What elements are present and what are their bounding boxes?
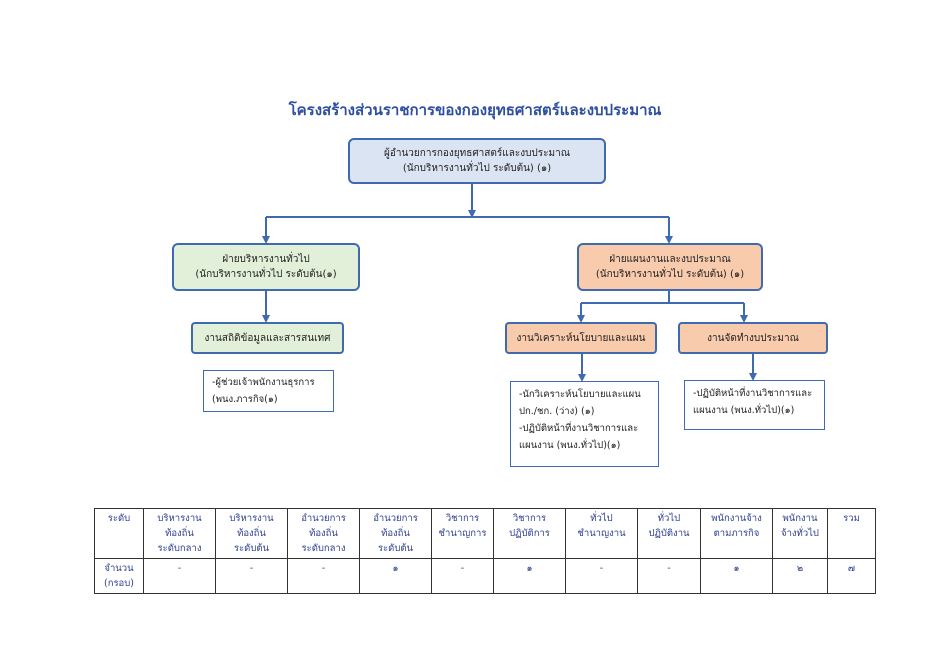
- header-cell: วิชาการชำนาญการ: [431, 508, 494, 559]
- policy-unit-box: งานวิเคราะห์นโยบายและแผน: [505, 322, 657, 354]
- budget-staff-box: -ปฏิบัติหน้าที่งานวิชาการและ แผนงาน (พนง…: [684, 380, 825, 430]
- table-header-row: ระดับ บริหารงานท้องถิ่นระดับกลาง บริหารง…: [94, 508, 876, 559]
- plan-budget-box: ฝ่ายแผนงานและงบประมาณ (นักบริหารงานทั่วไ…: [577, 243, 763, 291]
- value-cell: -: [215, 558, 288, 594]
- value-cell: -: [637, 558, 701, 594]
- stat-unit-label: งานสถิติข้อมูลและสารสนเทศ: [204, 332, 331, 344]
- header-cell: วิชาการปฏิบัติการ: [493, 508, 566, 559]
- header-cell: ทั่วไปชำนาญงาน: [565, 508, 638, 559]
- budget-unit-box: งานจัดทำงบประมาณ: [678, 322, 828, 354]
- staff-line: -ผู้ช่วยเจ้าพนักงานธุรการ: [212, 377, 315, 388]
- plan-budget-title: ฝ่ายแผนงานและงบประมาณ: [609, 254, 731, 265]
- value-cell: -: [431, 558, 494, 594]
- value-cell: -: [143, 558, 216, 594]
- general-admin-title: ฝ่ายบริหารงานทั่วไป: [222, 254, 310, 265]
- value-cell: -: [565, 558, 638, 594]
- header-cell: พนักงานจ้างตามภารกิจ: [700, 508, 773, 559]
- header-cell: รวม: [827, 508, 876, 559]
- director-box: ผู้อำนวยการกองยุทธศาสตร์และงบประมาณ (นัก…: [348, 138, 606, 184]
- staff-line: (พนง.ภารกิจ(๑): [212, 394, 278, 405]
- staff-line: -ปฏิบัติหน้าที่งานวิชาการและ: [693, 388, 813, 399]
- value-cell: -: [287, 558, 360, 594]
- header-cell: อำนวยการท้องถิ่นระดับต้น: [359, 508, 432, 559]
- staff-line: ปก./ชก. (ว่าง) (๑): [519, 406, 595, 417]
- value-cell: ๑: [359, 558, 432, 594]
- header-cell: ระดับ: [94, 508, 144, 559]
- director-title: ผู้อำนวยการกองยุทธศาสตร์และงบประมาณ: [383, 148, 570, 159]
- value-cell: ๑: [700, 558, 773, 594]
- header-cell: ทั่วไปปฏิบัติงาน: [637, 508, 701, 559]
- header-cell: อำนวยการท้องถิ่นระดับกลาง: [287, 508, 360, 559]
- row-label-cell: จำนวน(กรอบ): [94, 558, 144, 594]
- plan-budget-rank: (นักบริหารงานทั่วไป ระดับต้น) (๑): [595, 269, 745, 280]
- stat-staff-box: -ผู้ช่วยเจ้าพนักงานธุรการ (พนง.ภารกิจ(๑): [203, 370, 334, 412]
- value-cell: ๗: [827, 558, 876, 594]
- budget-unit-label: งานจัดทำงบประมาณ: [707, 332, 799, 344]
- page-title: โครงสร้างส่วนราชการของกองยุทธศาสตร์และงบ…: [288, 101, 662, 119]
- staff-line: -ปฏิบัติหน้าที่งานวิชาการและ: [519, 423, 639, 434]
- header-cell: บริหารงานท้องถิ่นระดับต้น: [215, 508, 288, 559]
- header-cell: พนักงานจ้างทั่วไป: [772, 508, 828, 559]
- policy-staff-box: -นักวิเคราะห์นโยบายและแผน ปก./ชก. (ว่าง)…: [510, 381, 659, 467]
- value-cell: ๑: [493, 558, 566, 594]
- director-rank: (นักบริหารงานทั่วไป ระดับต้น) (๑): [402, 163, 552, 174]
- general-admin-rank: (นักบริหารงานทั่วไป ระดับต้น(๑): [195, 269, 337, 280]
- staff-line: แผนงาน (พนง.ทั่วไป)(๑): [693, 405, 795, 416]
- header-cell: บริหารงานท้องถิ่นระดับกลาง: [143, 508, 216, 559]
- table-row: จำนวน(กรอบ) - - - ๑ - ๑ - - ๑ ๒ ๗: [94, 558, 876, 594]
- staff-line: -นักวิเคราะห์นโยบายและแผน: [519, 389, 641, 400]
- position-summary-table: ระดับ บริหารงานท้องถิ่นระดับกลาง บริหารง…: [94, 508, 876, 594]
- stat-unit-box: งานสถิติข้อมูลและสารสนเทศ: [191, 322, 344, 354]
- staff-line: แผนงาน (พนง.ทั่วไป)(๑): [519, 440, 621, 451]
- general-admin-box: ฝ่ายบริหารงานทั่วไป (นักบริหารงานทั่วไป …: [172, 243, 360, 291]
- value-cell: ๒: [772, 558, 828, 594]
- policy-unit-label: งานวิเคราะห์นโยบายและแผน: [516, 332, 646, 344]
